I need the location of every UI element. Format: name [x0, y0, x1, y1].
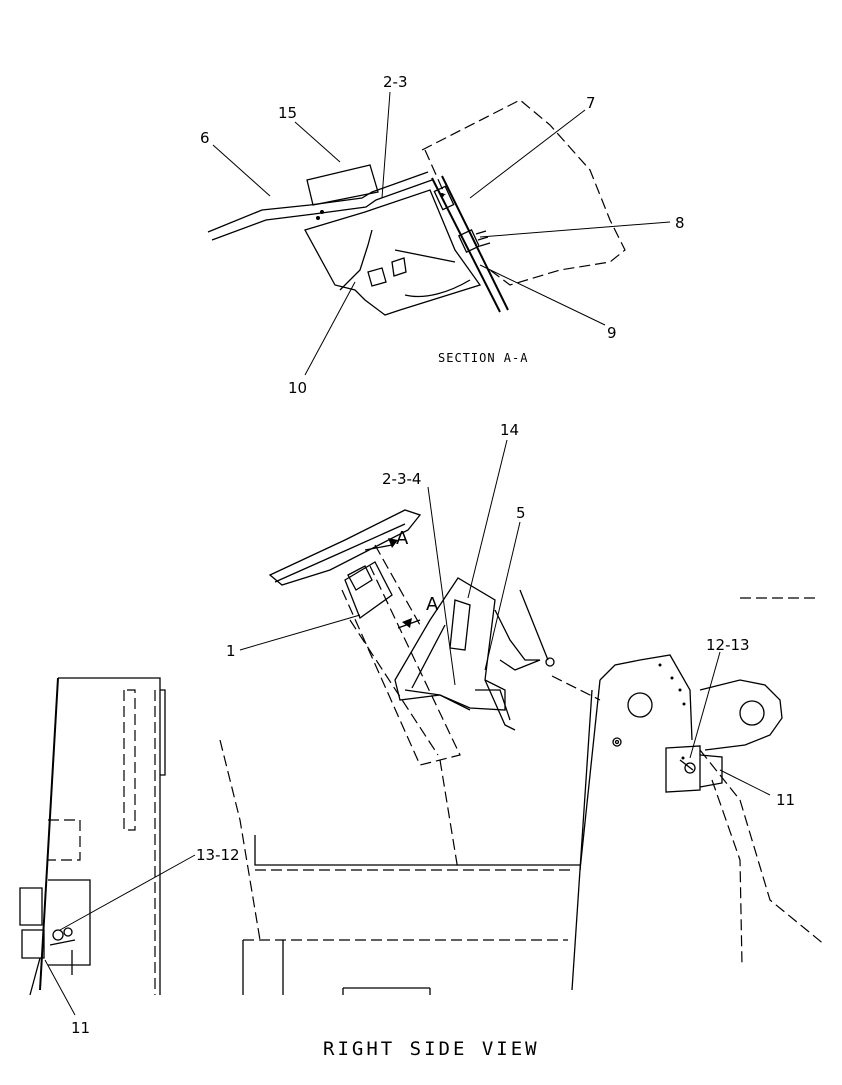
section-marker-a-bottom: A [426, 594, 439, 615]
callout-labels: 15 2-3 6 7 8 9 10 SECTION A-A 14 2-3-4 5… [71, 73, 795, 1060]
callout-11-right: 11 [776, 791, 795, 809]
callout-8: 8 [675, 214, 685, 232]
leader-lines [44, 91, 771, 1016]
callout-1: 1 [226, 642, 236, 660]
callout-2-3: 2-3 [383, 73, 408, 91]
callout-6: 6 [200, 129, 210, 147]
callout-15: 15 [278, 104, 297, 122]
callout-5: 5 [516, 504, 526, 522]
callout-7: 7 [586, 94, 596, 112]
callout-14: 14 [500, 421, 519, 439]
section-a-a-label: SECTION A-A [438, 351, 528, 365]
section-a-a-detail [207, 99, 626, 316]
callout-13-12: 13-12 [196, 846, 240, 864]
section-marker-a-top: A [396, 528, 409, 549]
callout-2-3-4: 2-3-4 [382, 470, 421, 488]
callout-9: 9 [607, 324, 617, 342]
callout-10: 10 [288, 379, 307, 397]
callout-12-13: 12-13 [706, 636, 750, 654]
view-title: RIGHT SIDE VIEW [323, 1038, 540, 1060]
main-view-assembly [219, 509, 826, 995]
callout-11-left: 11 [71, 1019, 90, 1037]
left-side-detail [19, 677, 166, 996]
